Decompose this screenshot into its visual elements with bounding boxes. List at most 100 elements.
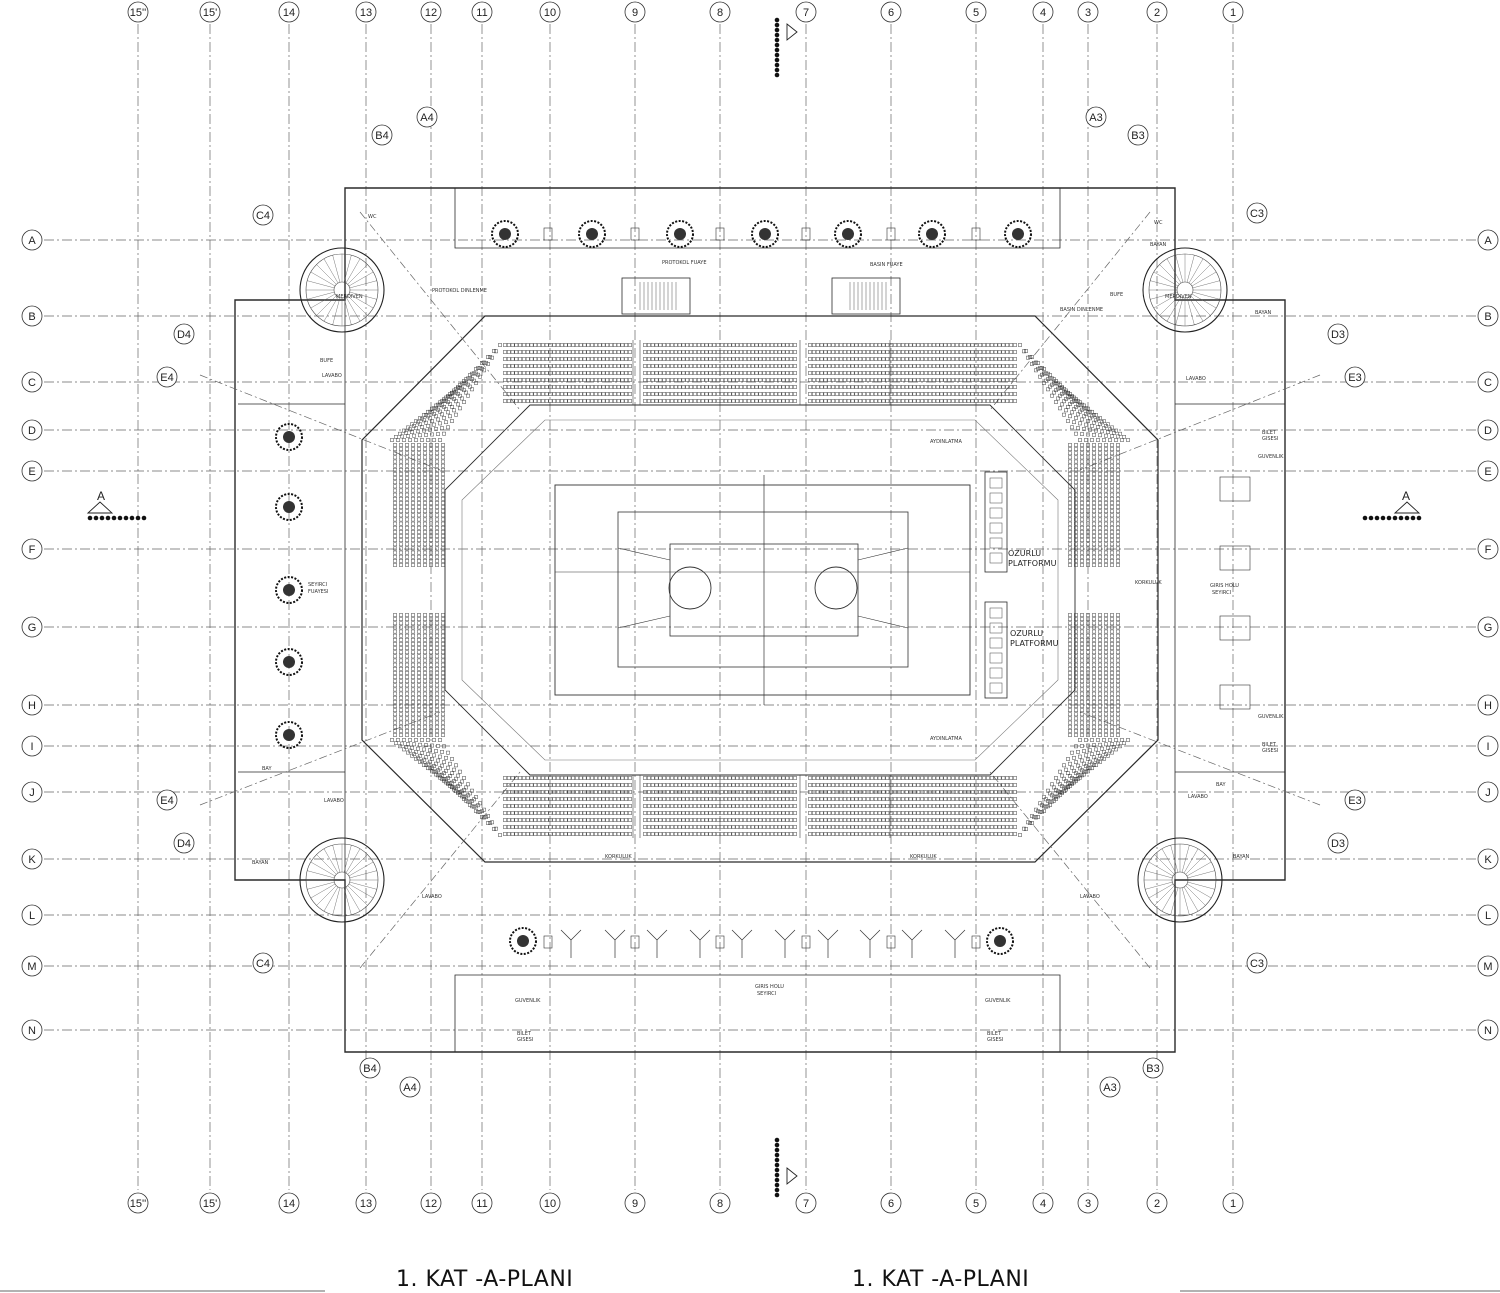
seat xyxy=(438,409,442,414)
seat xyxy=(393,455,397,460)
seat xyxy=(1114,738,1118,742)
seat xyxy=(966,825,971,829)
seat xyxy=(556,811,560,815)
seat xyxy=(789,825,793,829)
seat xyxy=(417,658,421,663)
seat xyxy=(747,350,751,354)
seat xyxy=(399,538,403,542)
seat xyxy=(441,455,445,460)
lavabo-label-br: LAVABO xyxy=(1188,794,1208,800)
seat xyxy=(870,371,874,375)
seat xyxy=(785,825,790,829)
seat xyxy=(399,654,403,659)
seat xyxy=(854,357,859,361)
seat xyxy=(411,638,415,642)
seat xyxy=(1080,550,1084,555)
seat xyxy=(727,804,732,808)
seat xyxy=(997,818,1002,822)
seat xyxy=(441,629,445,634)
seat xyxy=(997,350,1002,354)
seat xyxy=(931,364,936,368)
grid-row-bubble xyxy=(1477,616,1499,638)
seat xyxy=(441,675,445,679)
seat xyxy=(727,392,732,396)
seat xyxy=(819,350,824,354)
seat xyxy=(982,811,986,815)
seat xyxy=(529,350,534,354)
seat xyxy=(441,700,445,704)
seat xyxy=(831,797,836,801)
seat xyxy=(470,371,474,376)
seat xyxy=(578,797,583,801)
seat xyxy=(480,809,484,814)
grid-row-bubble xyxy=(1477,229,1499,251)
seat xyxy=(658,797,663,801)
seat xyxy=(1074,559,1078,563)
seat xyxy=(1036,366,1040,371)
seat xyxy=(567,818,572,822)
south-hall-wall xyxy=(454,974,1061,1052)
seat xyxy=(522,392,526,396)
seat xyxy=(529,399,534,403)
seat xyxy=(423,679,427,684)
seat xyxy=(1054,797,1058,801)
seat xyxy=(399,534,403,538)
seat xyxy=(747,804,751,808)
seat xyxy=(414,738,418,742)
seat xyxy=(1068,447,1072,451)
seat xyxy=(904,783,909,787)
seat xyxy=(628,804,632,808)
seat xyxy=(601,797,606,801)
seat xyxy=(423,472,427,476)
seat xyxy=(416,746,420,751)
seat xyxy=(785,350,790,354)
seat xyxy=(881,343,886,347)
seat xyxy=(846,818,851,822)
spiral-tread xyxy=(307,280,335,289)
seat xyxy=(924,818,928,822)
seat xyxy=(939,832,944,836)
seat xyxy=(835,392,839,396)
section-dot xyxy=(1404,515,1410,521)
seat xyxy=(597,350,602,354)
seat xyxy=(700,378,705,382)
seat xyxy=(405,472,409,476)
seat xyxy=(1110,658,1114,663)
seat xyxy=(1074,666,1078,671)
seat xyxy=(758,832,763,836)
seat xyxy=(1120,438,1124,442)
seat xyxy=(982,776,986,780)
seat xyxy=(1116,513,1120,518)
seat xyxy=(793,364,797,368)
seat xyxy=(563,790,568,794)
seat xyxy=(989,392,994,396)
seat xyxy=(405,712,409,717)
seat xyxy=(708,350,713,354)
seat xyxy=(582,378,587,382)
seat xyxy=(959,399,963,403)
seat xyxy=(793,392,797,396)
seat xyxy=(773,776,778,780)
seat xyxy=(429,638,433,642)
seat xyxy=(563,350,568,354)
grid-axis-bubbles: 15''15''15'15'14141313121211111010998877… xyxy=(21,1,1499,1214)
seat xyxy=(962,378,967,382)
seat xyxy=(1036,361,1040,365)
seat xyxy=(766,343,770,347)
grid-col-label: 1 xyxy=(1230,7,1236,19)
building-outline xyxy=(199,187,1321,1053)
seat xyxy=(1066,395,1070,400)
seat xyxy=(405,534,409,538)
seat xyxy=(405,729,409,733)
tribune-seating xyxy=(390,340,1130,838)
seat xyxy=(1068,394,1072,399)
seat xyxy=(399,716,403,721)
seat xyxy=(601,343,606,347)
seat xyxy=(411,621,415,626)
seat xyxy=(747,783,751,787)
seat xyxy=(727,399,732,403)
seat xyxy=(928,804,932,808)
court-boundary xyxy=(554,484,971,696)
seat xyxy=(643,385,647,389)
seat xyxy=(620,825,625,829)
